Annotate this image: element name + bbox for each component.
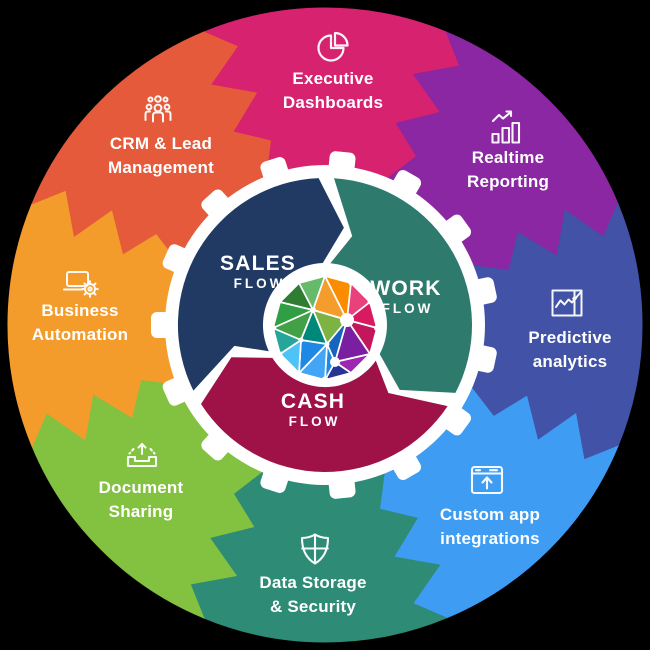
globe-node — [374, 325, 380, 331]
flow-segments — [177, 178, 473, 473]
globe-node — [321, 376, 329, 384]
globe-node — [340, 313, 354, 327]
globe-node — [270, 325, 276, 331]
globe-facets — [272, 275, 378, 381]
globe-node — [322, 273, 328, 279]
globe-node — [367, 299, 373, 305]
flow-segment-cash — [201, 357, 448, 473]
globe-node — [310, 307, 316, 313]
flow-segment-work — [330, 178, 473, 393]
globe-node — [296, 370, 302, 376]
globe-node — [348, 280, 354, 286]
flow-segment-sales — [177, 178, 344, 391]
globe-node — [277, 351, 283, 357]
globe-node — [298, 337, 304, 343]
globe-node — [330, 357, 340, 367]
globe-node — [324, 341, 330, 347]
network-globe-icon — [270, 273, 380, 384]
